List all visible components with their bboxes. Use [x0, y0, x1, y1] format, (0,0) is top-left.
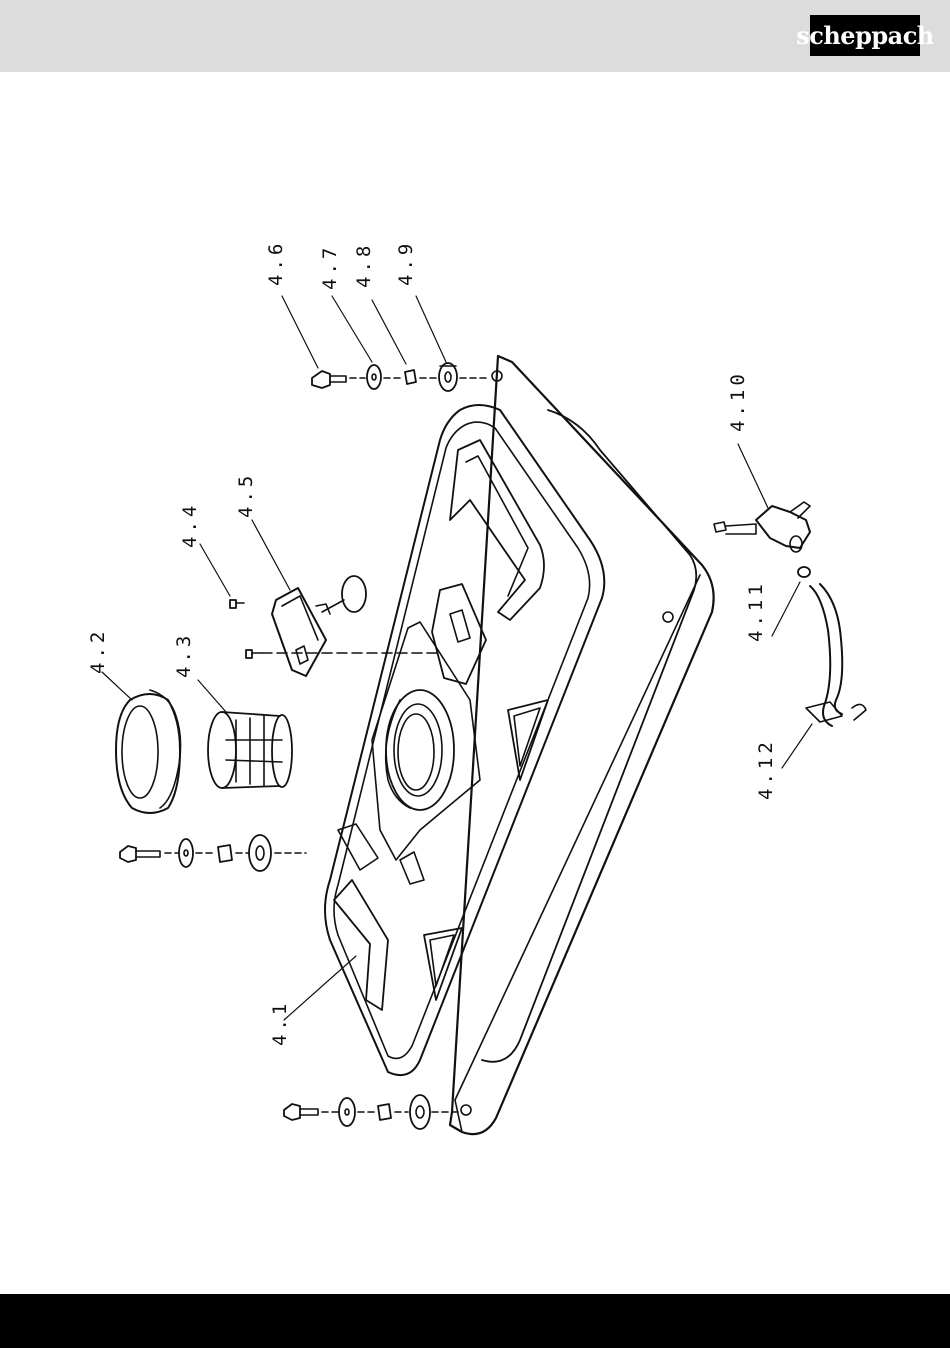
- fuel-tank: [325, 356, 714, 1134]
- filler-neck-inner: [394, 704, 442, 796]
- callout-4-10: 4.10: [727, 370, 749, 432]
- callout-4-5: 4.5: [235, 472, 257, 518]
- callout-4-3: 4.3: [173, 632, 195, 678]
- fastener-stack-bottom: [284, 1095, 462, 1129]
- callout-4-9: 4.9: [395, 240, 417, 286]
- fastener-stack-top: [312, 363, 490, 391]
- tank-ridge: [372, 622, 480, 860]
- tank-handle-recess-top: [450, 440, 544, 620]
- callout-4-8: 4.8: [353, 242, 375, 288]
- callout-4-4: 4.4: [179, 502, 201, 548]
- callout-4-1: 4.1: [269, 1000, 291, 1046]
- callout-4-6: 4.6: [265, 240, 287, 286]
- fuel-strainer: [208, 712, 292, 788]
- fuel-tap: [714, 502, 810, 552]
- tank-side-wall: [482, 410, 696, 1062]
- callout-4-12: 4.12: [755, 738, 777, 800]
- mount-hole-bottom: [461, 1105, 471, 1115]
- hose-and-clamp: [798, 567, 866, 726]
- tank-base-plate: [450, 356, 714, 1134]
- tank-cap: [116, 690, 181, 813]
- mount-hole-right: [663, 612, 673, 622]
- fuel-gauge: [272, 576, 366, 676]
- leader-lines: [102, 296, 812, 1020]
- callout-4-2: 4.2: [87, 628, 109, 674]
- callout-4-11: 4.11: [745, 580, 767, 642]
- callout-4-7: 4.7: [319, 244, 341, 290]
- fastener-stack-middle: [120, 835, 306, 871]
